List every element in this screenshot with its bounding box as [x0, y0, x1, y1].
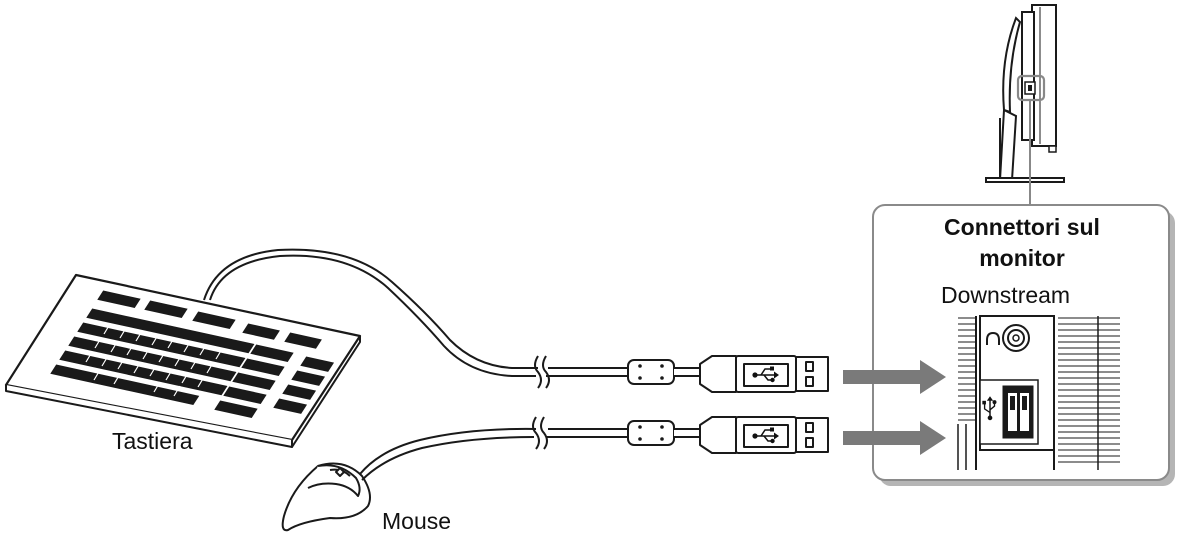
callout-subtitle: Downstream	[941, 282, 1071, 308]
keyboard-icon	[4, 273, 362, 448]
callout-title-line2: monitor	[979, 245, 1065, 271]
usb-plug-icon	[627, 355, 829, 393]
mouse-icon	[281, 462, 371, 532]
monitor-icon	[985, 4, 1065, 183]
keyboard-label: Tastiera	[112, 428, 193, 454]
callout-title: Connettori sul monitor	[874, 212, 1170, 274]
cable-break-marks	[532, 355, 550, 450]
headphone-jack-icon	[986, 324, 1030, 352]
usb-plug-icon	[627, 416, 829, 454]
cables	[203, 248, 640, 481]
arrow-icon	[843, 360, 946, 455]
callout-title-line1: Connettori sul	[944, 214, 1100, 240]
mouse-label: Mouse	[382, 508, 452, 534]
usb-port-pair	[1002, 385, 1034, 439]
